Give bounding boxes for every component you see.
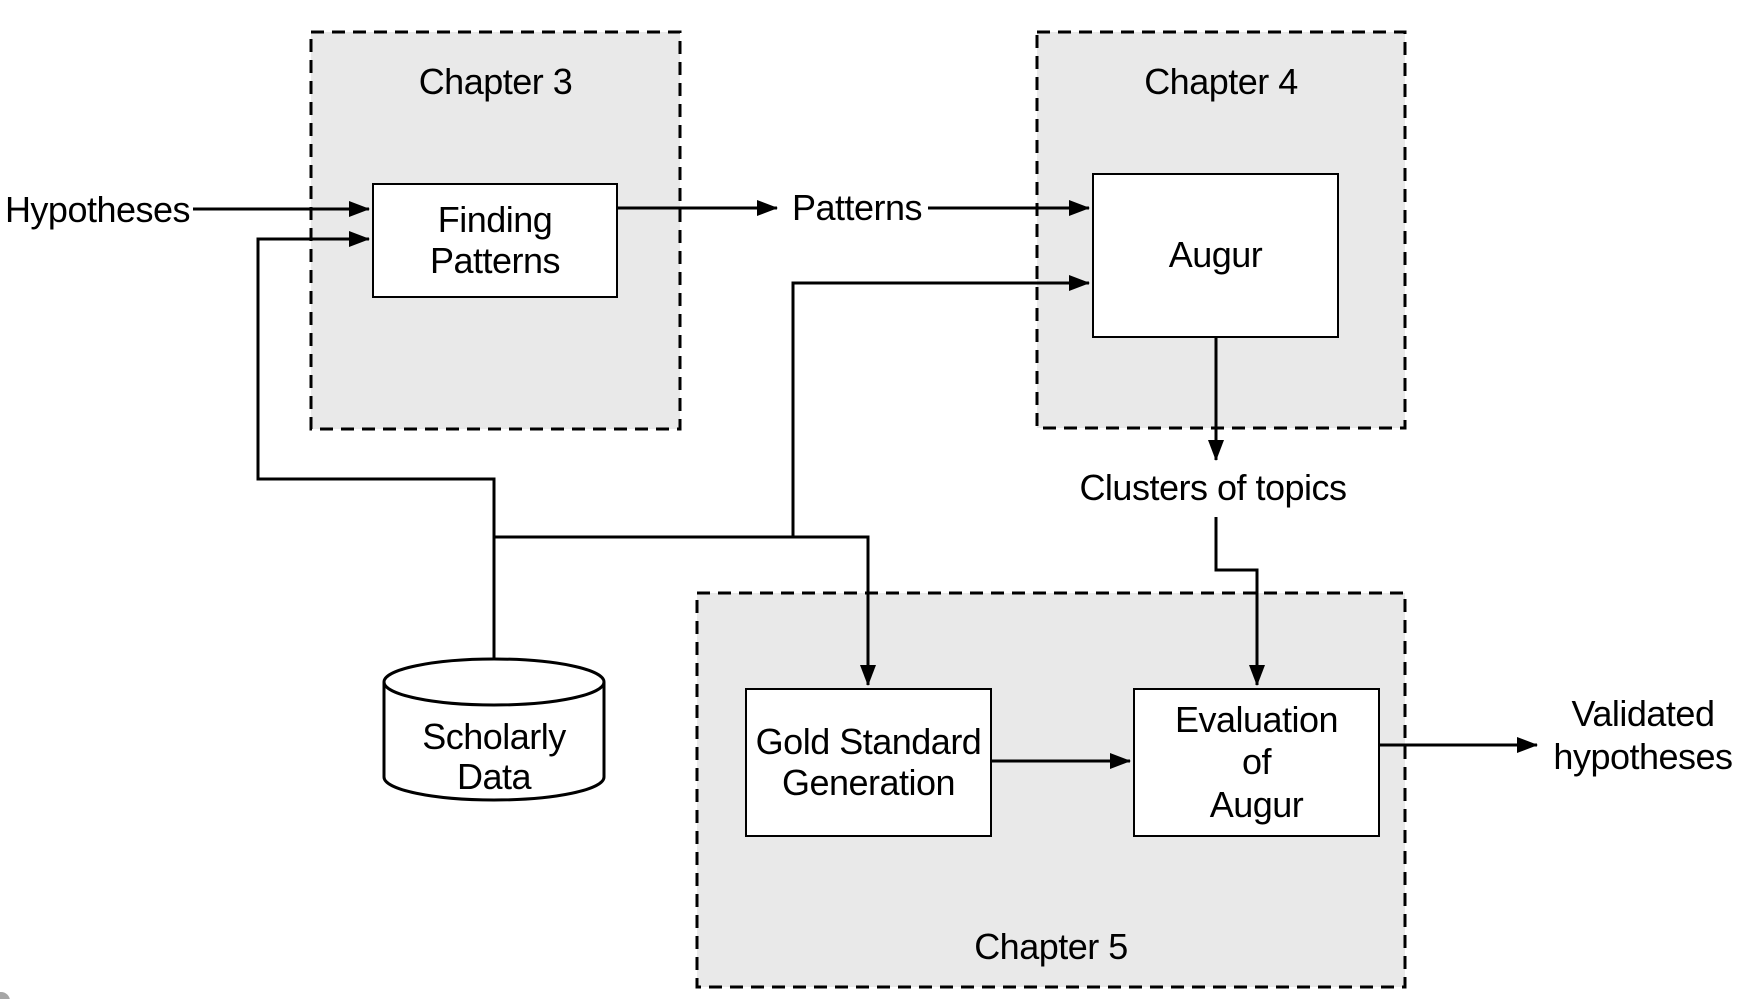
validated-hypotheses-label: Validated hypotheses xyxy=(1553,693,1733,777)
gold-standard-generation-node: Gold Standard Generation xyxy=(745,688,992,837)
arrow-clusters-label-to-evaluation xyxy=(1214,517,1265,686)
database-cylinder-top xyxy=(382,657,606,707)
chapter-4-title: Chapter 4 xyxy=(1144,61,1298,102)
evaluation-of-augur-node: Evaluation of Augur xyxy=(1133,688,1380,837)
database-cylinder-body xyxy=(382,682,606,802)
scholarly-data-label: Scholarly Data xyxy=(422,716,566,797)
arrow-scholarly-data-to-gold-standard xyxy=(793,535,876,686)
corner-artifact xyxy=(0,992,10,999)
arrow-scholarly-data-to-augur xyxy=(494,275,1090,539)
arrow-scholarly-data-to-finding-patterns xyxy=(256,231,496,659)
finding-patterns-node: Finding Patterns xyxy=(372,183,618,298)
chapter-5-title: Chapter 5 xyxy=(974,926,1128,967)
chapter-3-title: Chapter 3 xyxy=(418,61,573,102)
augur-node: Augur xyxy=(1092,173,1339,338)
clusters-of-topics-label: Clusters of topics xyxy=(1079,467,1347,508)
hypotheses-label: Hypotheses xyxy=(4,189,191,230)
patterns-label: Patterns xyxy=(791,187,923,228)
